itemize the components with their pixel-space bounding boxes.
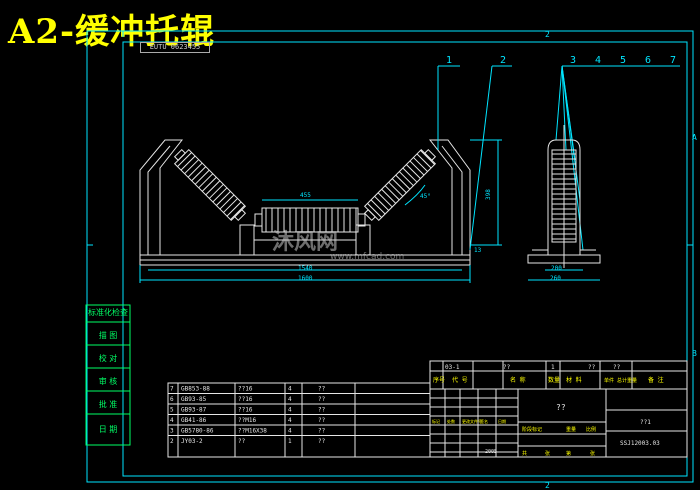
dim-455: 455 (300, 192, 311, 199)
zone-letter-b: B (692, 349, 697, 358)
bom-qty-3: 4 (288, 417, 292, 424)
inner-frame (122, 41, 688, 477)
side-stamp-column (85, 304, 131, 446)
bom-no-2: 5 (170, 407, 174, 414)
tb-row1-name: ?? (503, 364, 511, 371)
tb-scale-label: 比例 (586, 426, 596, 433)
bom-mat-0: ?? (318, 386, 326, 393)
side-label-standard: 标准化检查 (88, 308, 128, 317)
tb-hdr-no: 序号 (433, 376, 445, 384)
bom-mat-3: ?? (318, 417, 326, 424)
side-view: 200 260 (527, 125, 601, 282)
balloon-7: 7 (670, 55, 676, 66)
side-label-date: 日 期 (98, 425, 118, 434)
bom-code-5: JY03-2 (181, 438, 203, 445)
dim-angle: 45° (420, 193, 431, 200)
tb-scale: ??1 (640, 419, 651, 426)
tb-hdr-note: 备 注 (648, 376, 664, 384)
front-view: 455 45° 398 13 1540 1600 (139, 139, 502, 283)
tb-hdr-qty: 数量 (548, 376, 560, 384)
bom-name-1: ??16 (238, 396, 253, 403)
bom-qty-0: 4 (288, 386, 292, 393)
tb-hdr-name: 名 称 (510, 376, 526, 384)
balloon-2: 2 (500, 55, 506, 66)
balloon-5: 5 (620, 55, 626, 66)
dim-side-200: 200 (551, 265, 562, 272)
bom-no-5: 2 (170, 438, 174, 445)
side-label-review: 审 核 (98, 377, 118, 386)
bom-no-3: 4 (170, 417, 174, 424)
bom-qty-1: 4 (288, 396, 292, 403)
drawing-title: A2-缓冲托辊 (8, 12, 216, 52)
bom-no-4: 3 (170, 428, 174, 435)
bom-no-1: 6 (170, 396, 174, 403)
dim-13: 13 (474, 247, 482, 254)
sign-label-1: 处数 (447, 418, 455, 424)
tb-hdr-code: 代 号 (452, 376, 468, 384)
bom-name-2: ??16 (238, 407, 253, 414)
tb-date: 2005 (485, 449, 497, 455)
bom-name-3: ??M16 (238, 417, 256, 424)
sign-label-4: 日期 (498, 418, 506, 424)
balloon-6: 6 (645, 55, 651, 66)
side-label-check: 校 对 (98, 354, 118, 363)
balloon-leaders: 1 2 3 4 5 6 7 (437, 55, 680, 251)
tb-sheet-unit: 张 (545, 450, 550, 457)
bom-qty-4: 4 (288, 428, 292, 435)
bom-name-5: ?? (238, 438, 246, 445)
bom-mat-4: ?? (318, 428, 326, 435)
tb-sheet-total: 共 (522, 450, 527, 457)
tb-stage-label: 阶段标记 (522, 426, 542, 433)
dim-398: 398 (485, 189, 492, 200)
tb-row1-code: 03-1 (445, 364, 460, 371)
balloon-1: 1 (446, 55, 452, 66)
tb-row1-qty: 1 (551, 364, 555, 371)
side-label-trace: 描 图 (98, 331, 118, 340)
tb-hdr-mat: 材 料 (566, 376, 582, 384)
dim-1540: 1540 (298, 265, 313, 272)
bom-name-0: ??16 (238, 386, 253, 393)
tb-hdr-weight: 单件 总计重量 (604, 377, 637, 384)
bom-qty-5: 1 (288, 438, 292, 445)
tb-drawing-no: SSJ12003.03 (620, 440, 660, 447)
side-label-approve: 批 准 (98, 400, 118, 409)
tb-row1-mat: ?? (588, 364, 596, 371)
bom-mat-5: ?? (318, 438, 326, 445)
bom-name-4: ??M16X38 (238, 428, 267, 435)
title-block: 03-1 ?? 1 ?? ?? 序号 代 号 名 称 数量 材 料 单件 总计重… (429, 360, 688, 458)
balloon-4: 4 (595, 55, 601, 66)
zone-number-bottom: 2 (545, 481, 550, 490)
bom-mat-1: ?? (318, 396, 326, 403)
bom-code-0: GB853-88 (181, 386, 210, 393)
tb-part-name: ?? (556, 403, 566, 412)
bom-code-4: GB5780-86 (181, 428, 214, 435)
bom-qty-2: 4 (288, 407, 292, 414)
dim-side-260: 260 (550, 275, 561, 282)
bom-table: 7 GB853-88 ??16 4?? 6 GB93-85 ??16 4?? 5 GB93-87?… (167, 382, 431, 458)
balloon-3: 3 (570, 55, 576, 66)
sign-label-3: 签名 (480, 418, 488, 424)
watermark-url: www.mfcad.com (330, 252, 405, 262)
tb-sheet-unit2: 张 (590, 450, 595, 457)
bom-code-3: GB41-86 (181, 417, 207, 424)
tb-weight-label: 重量 (566, 426, 576, 433)
sign-label-2: 更改文件号 (462, 418, 482, 424)
dim-1600: 1600 (298, 275, 313, 282)
outer-frame (86, 30, 694, 483)
bom-mat-2: ?? (318, 407, 326, 414)
bom-code-2: GB93-87 (181, 407, 207, 414)
tb-sheet-no: 第 (566, 450, 571, 457)
zone-letter-a: A (692, 133, 697, 142)
bom-code-1: GB93-85 (181, 396, 207, 403)
zone-number-top: 2 (545, 30, 550, 39)
bom-no-0: 7 (170, 386, 174, 393)
sign-label-0: 标记 (432, 418, 440, 424)
watermark-logo: 沐风网 (272, 230, 339, 255)
drawing-code-tag: EUTU 0623455 (140, 42, 210, 53)
tb-row1-weight: ?? (613, 364, 621, 371)
